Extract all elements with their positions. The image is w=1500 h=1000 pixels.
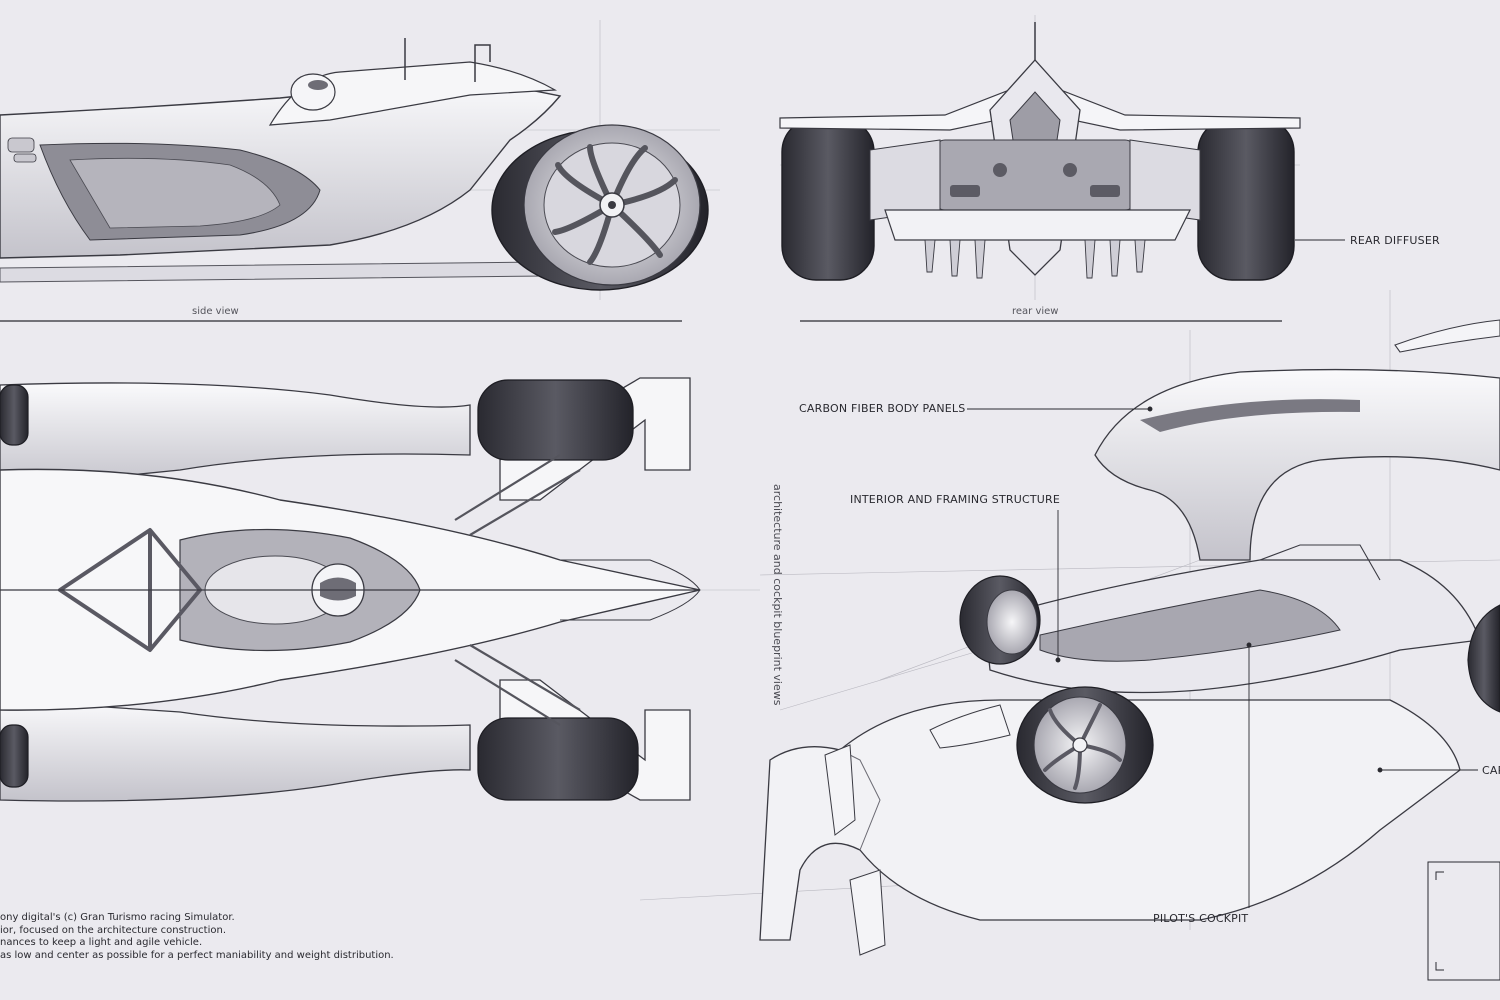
title-block-frame <box>1427 861 1500 981</box>
rear-view-drawing <box>779 22 1301 281</box>
label-leader-lines <box>967 406 1478 908</box>
rear-view-caption: rear view <box>1012 306 1059 317</box>
side-view-caption: side view <box>192 306 239 317</box>
exploded-view-drawing <box>759 319 1500 956</box>
interior-and-framing-structure-label: INTERIOR AND FRAMING STRUCTURE <box>850 493 1061 506</box>
note-line-3: nances to keep a light and agile vehicle… <box>0 937 203 948</box>
carbon-partial-label: CAR <box>1482 764 1500 777</box>
note-line-2: ior, focused on the architecture constru… <box>0 924 227 936</box>
rear-diffuser-label: REAR DIFFUSER <box>1350 234 1440 247</box>
design-notes: ony digital's (c) Gran Turismo racing Si… <box>0 912 394 962</box>
note-line-4: as low and center as possible for a perf… <box>0 949 394 961</box>
carbon-fiber-body-panels-label: CARBON FIBER BODY PANELS <box>799 402 966 415</box>
vertical-note: architecture and cockpit blueprint views <box>771 484 784 706</box>
side-view-drawing <box>0 38 709 291</box>
note-line-1: ony digital's (c) Gran Turismo racing Si… <box>0 912 235 923</box>
pilots-cockpit-label: PILOT'S COCKPIT <box>1153 912 1249 925</box>
top-view-drawing <box>0 377 701 802</box>
